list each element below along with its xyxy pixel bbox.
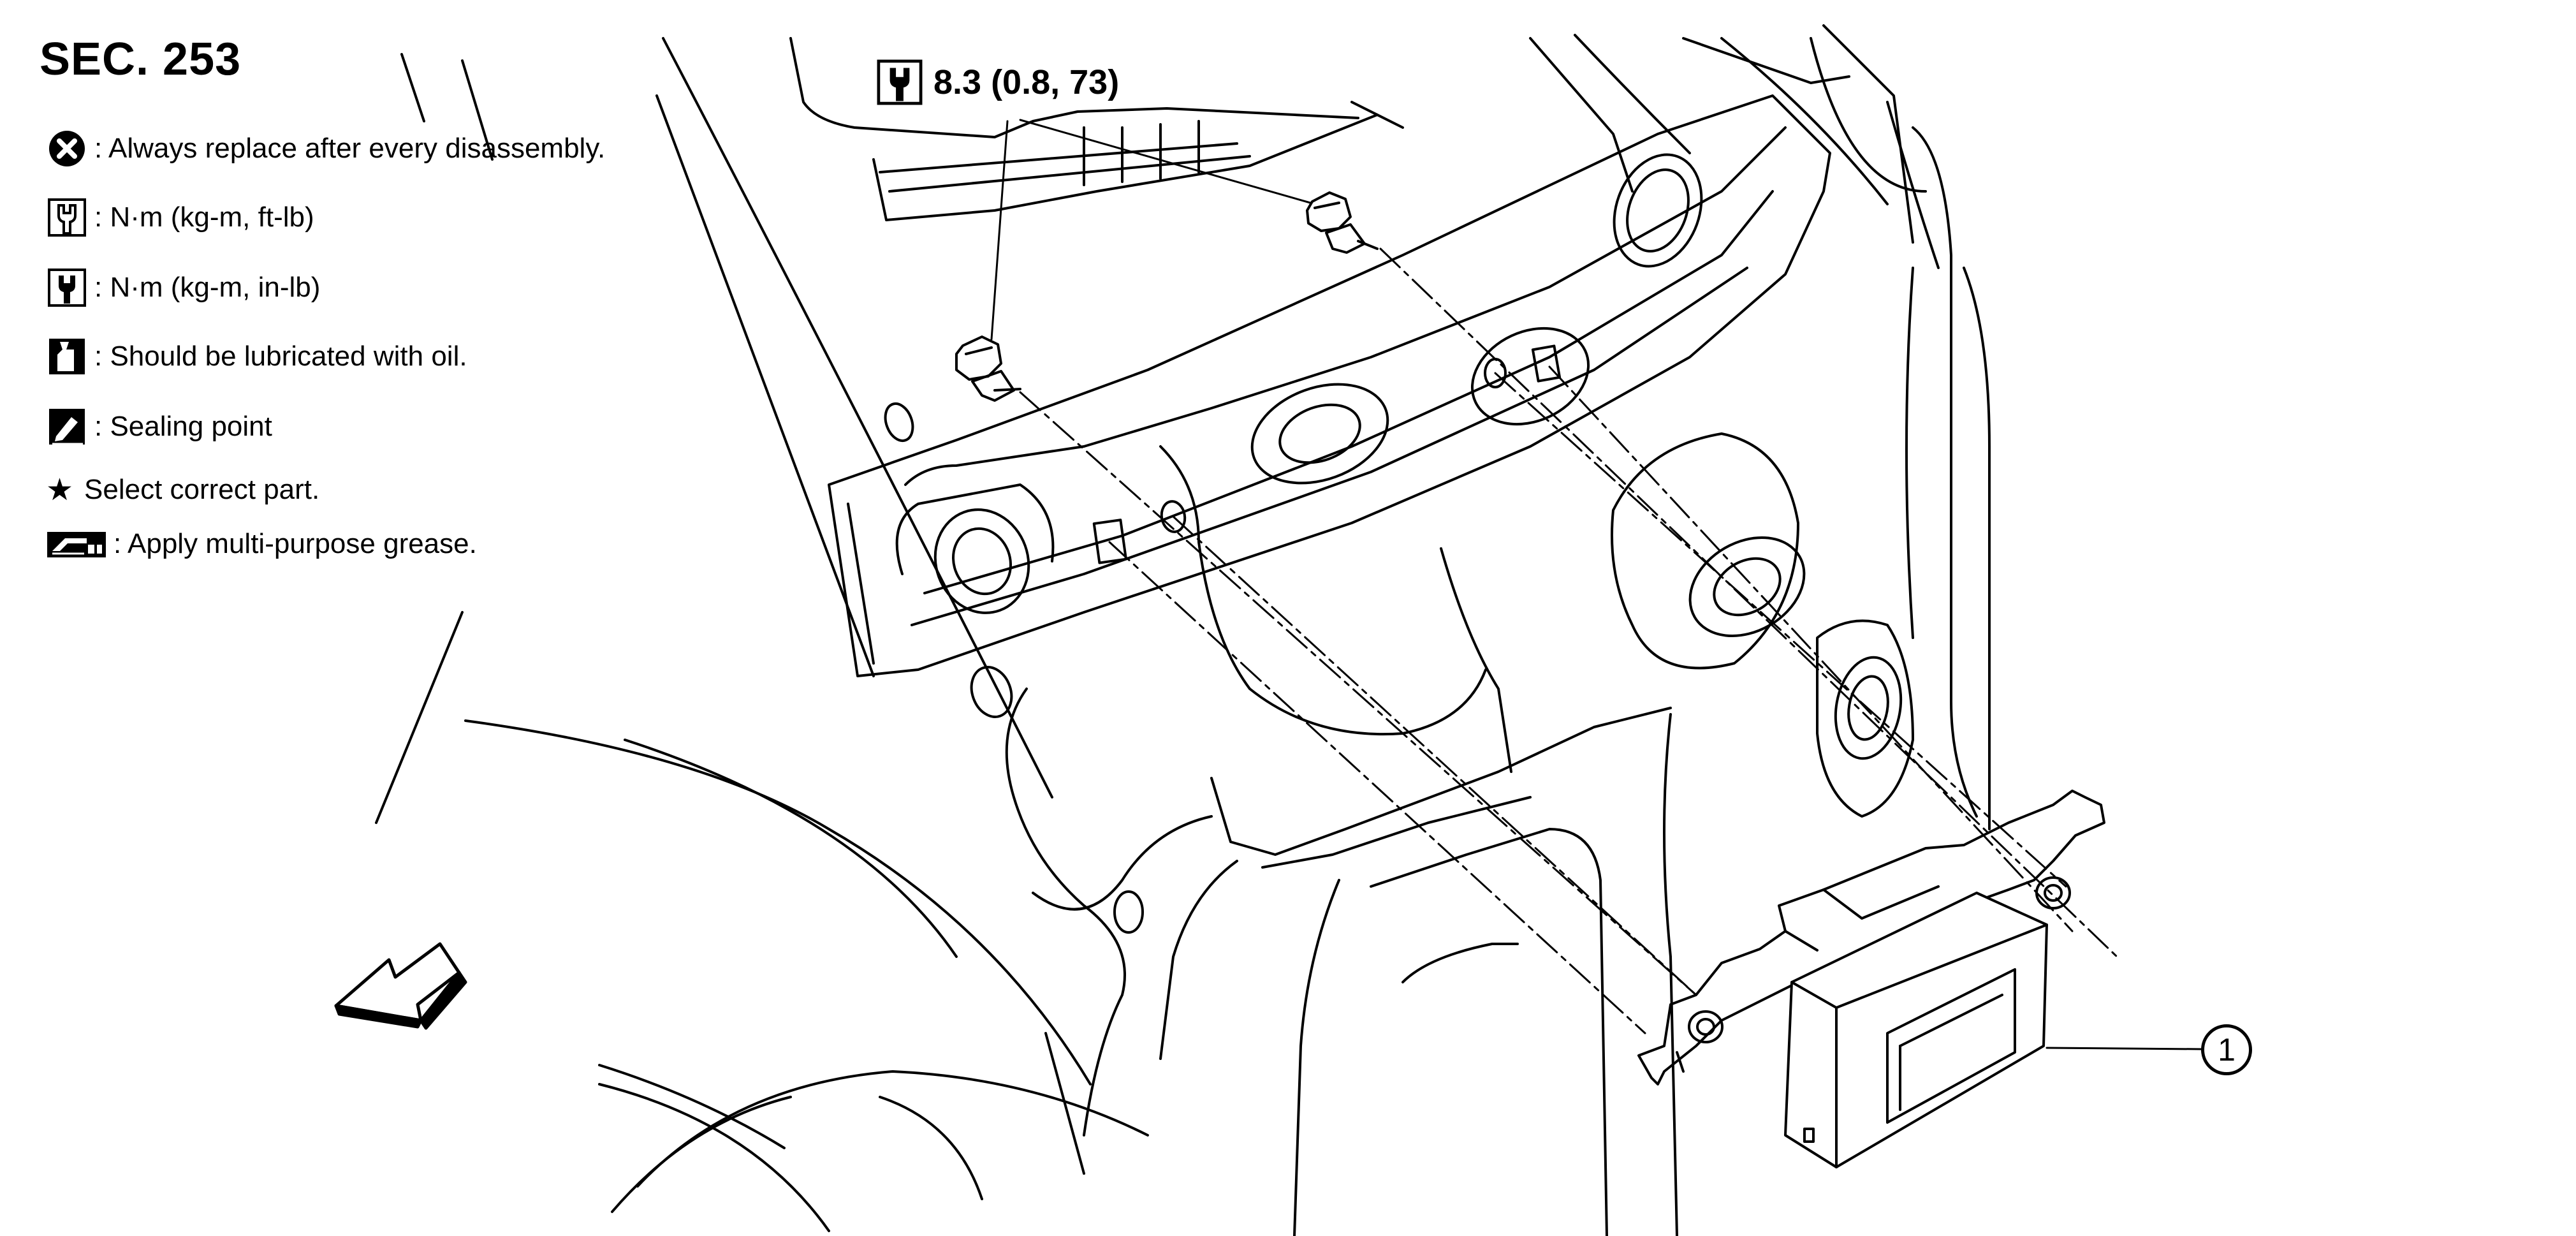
torque-leader-lines (990, 119, 1312, 341)
inner-body-panel (1005, 126, 1991, 1236)
oil-can-icon (46, 335, 88, 378)
legend-text-lubricate: : Should be lubricated with oil. (94, 341, 467, 372)
legend-item-sealing: : Sealing point (46, 406, 272, 448)
alignment-lines (1019, 247, 2118, 1034)
grease-icon (46, 528, 107, 560)
torque-callout: 8.3 (0.8, 73) (875, 57, 1119, 107)
torque-wrench-filled-icon (46, 267, 88, 309)
legend-item-torque-in-lb: : N·m (kg-m, in-lb) (46, 267, 320, 309)
bolt-right (1306, 191, 1379, 254)
torque-wrench-outline-icon (46, 196, 88, 239)
legend-item-lubricate: : Should be lubricated with oil. (46, 335, 467, 378)
bolt-left (955, 335, 1021, 402)
sealing-point-icon (46, 406, 88, 448)
part-leader-line (2045, 1047, 2202, 1050)
reinforcement-rail (828, 94, 1831, 934)
legend-item-torque-ft-lb: : N·m (kg-m, ft-lb) (46, 196, 314, 239)
upper-body-panel (789, 24, 1940, 269)
torque-wrench-filled-icon (875, 57, 925, 107)
legend-text-replace: : Always replace after every disassembly… (94, 133, 606, 164)
legend-item-grease: : Apply multi-purpose grease. (46, 528, 477, 560)
legend-text-torque-ft-lb: : N·m (kg-m, ft-lb) (94, 202, 314, 233)
torque-value: 8.3 (0.8, 73) (933, 63, 1120, 101)
star-icon: ★ (46, 473, 74, 507)
control-module (1784, 892, 2048, 1168)
legend-text-select-part: Select correct part. (84, 474, 320, 505)
part-number-callout: 1 (2201, 1024, 2252, 1075)
fender-outline-lines (375, 37, 1092, 1232)
wheel-arch (611, 1070, 1149, 1213)
legend-item-select-part: ★ Select correct part. (46, 472, 319, 508)
cross-circle-icon (46, 128, 88, 170)
module-bracket (1637, 790, 2105, 1085)
legend-text-torque-in-lb: : N·m (kg-m, in-lb) (94, 272, 321, 303)
legend-text-sealing: : Sealing point (94, 411, 272, 442)
legend-text-grease: : Apply multi-purpose grease. (113, 528, 477, 559)
legend-item-replace: : Always replace after every disassembly… (46, 128, 605, 170)
section-title: SEC. 253 (40, 34, 242, 85)
front-direction-arrow (334, 942, 467, 1030)
